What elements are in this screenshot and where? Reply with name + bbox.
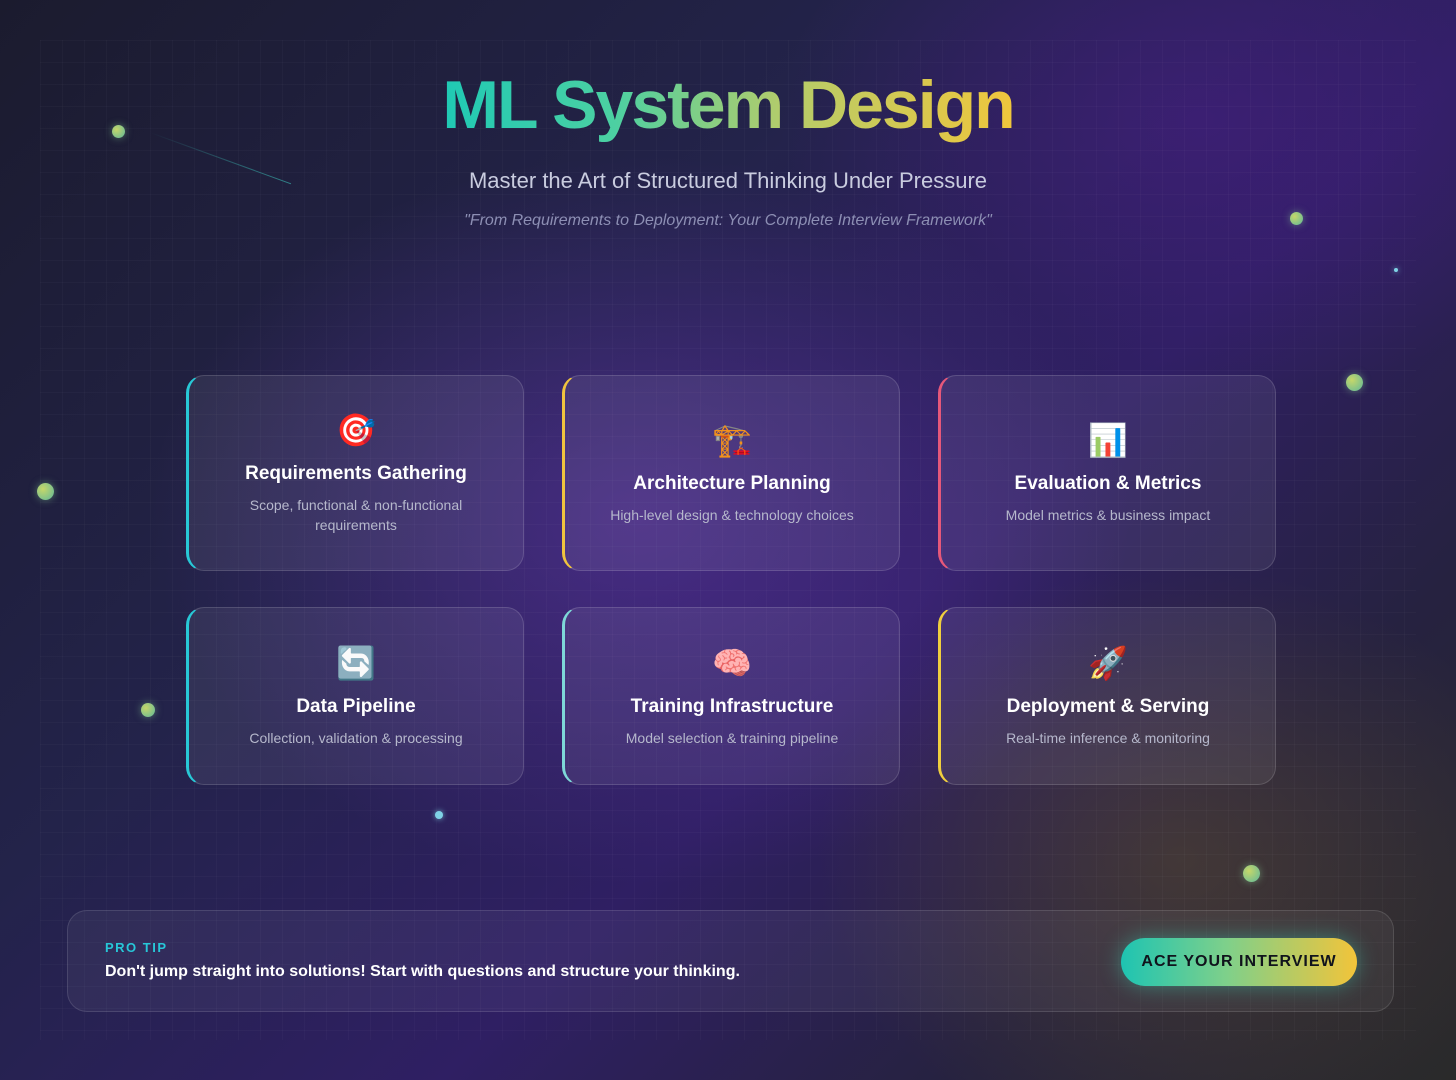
card-architecture-planning[interactable]: 🏗️ Architecture Planning High-level desi… (562, 375, 900, 571)
page-quote: "From Requirements to Deployment: Your C… (464, 212, 992, 229)
card-requirements-gathering[interactable]: 🎯 Requirements Gathering Scope, function… (186, 375, 524, 571)
card-description: Real-time inference & monitoring (1006, 730, 1210, 746)
ace-interview-button[interactable]: ACE YOUR INTERVIEW (1121, 938, 1357, 986)
card-title: Requirements Gathering (245, 463, 467, 484)
card-description: Model selection & training pipeline (625, 730, 839, 746)
card-training-infrastructure[interactable]: 🧠 Training Infrastructure Model selectio… (562, 607, 900, 785)
crane-icon: 🏗️ (712, 422, 752, 458)
card-evaluation-metrics[interactable]: 📊 Evaluation & Metrics Model metrics & b… (938, 375, 1276, 571)
target-icon: 🎯 (336, 412, 376, 448)
page-title-text: ML System Design (442, 67, 1015, 143)
decorative-dot (1346, 374, 1363, 391)
bar-chart-icon: 📊 (1088, 422, 1128, 458)
rocket-icon: 🚀 (1088, 645, 1128, 681)
decorative-dot (1394, 268, 1398, 272)
decorative-dot (37, 483, 54, 500)
card-title: Training Infrastructure (630, 696, 834, 717)
card-description: Scope, functional & non-functional requi… (249, 497, 463, 533)
card-description: Model metrics & business impact (1005, 507, 1211, 523)
pro-tip-panel: PRO TIP Don't jump straight into solutio… (67, 910, 1394, 1012)
card-data-pipeline[interactable]: 🔄 Data Pipeline Collection, validation &… (186, 607, 524, 785)
card-description: Collection, validation & processing (249, 730, 463, 746)
decorative-dot (1243, 865, 1260, 882)
card-title: Architecture Planning (633, 473, 831, 494)
decorative-dot (141, 703, 155, 717)
decorative-dot (435, 811, 443, 819)
decorative-dot (1290, 212, 1303, 225)
pro-tip-text: Don't jump straight into solutions! Star… (105, 963, 740, 980)
card-description: High-level design & technology choices (610, 507, 854, 523)
card-title: Evaluation & Metrics (1014, 473, 1202, 494)
decorative-dot (112, 125, 125, 138)
pro-tip-label: PRO TIP (105, 940, 168, 955)
page-title: ML System Design (0, 66, 1456, 144)
refresh-icon: 🔄 (336, 645, 376, 681)
card-title: Data Pipeline (296, 696, 416, 717)
card-deployment-serving[interactable]: 🚀 Deployment & Serving Real-time inferen… (938, 607, 1276, 785)
card-title: Deployment & Serving (1006, 696, 1210, 717)
page-subtitle: Master the Art of Structured Thinking Un… (468, 168, 988, 193)
brain-icon: 🧠 (712, 645, 752, 681)
